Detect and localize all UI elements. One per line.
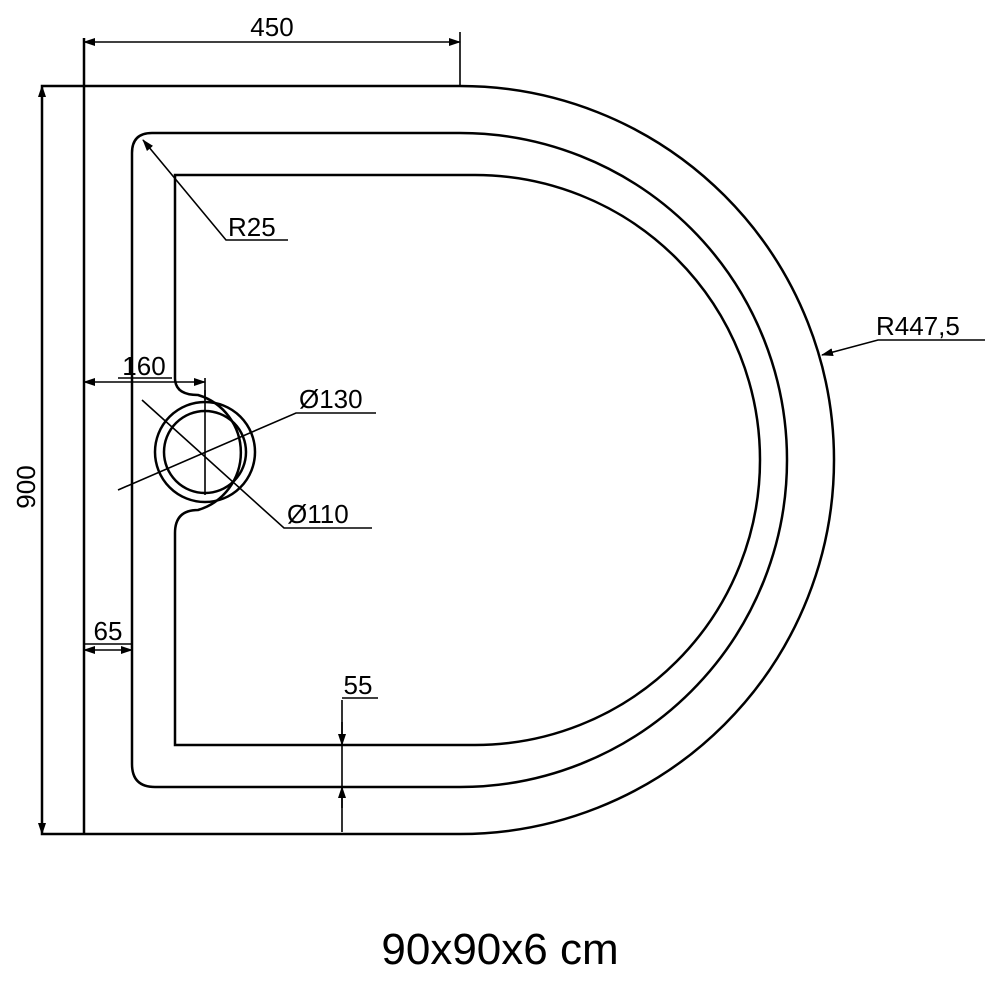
dim-r25-label: R25 bbox=[228, 212, 276, 242]
dim-d110-label: Ø110 bbox=[287, 499, 349, 529]
dim-450-label: 450 bbox=[250, 12, 293, 42]
dim-160-label: 160 bbox=[122, 351, 165, 381]
dim-900-label: 900 bbox=[11, 465, 41, 508]
dim-r447-label: R447,5 bbox=[876, 311, 960, 341]
outer-outline bbox=[40, 84, 836, 836]
inner-basin-outline bbox=[173, 173, 762, 747]
dim-65-label: 65 bbox=[94, 616, 123, 646]
dim-d130-label: Ø130 bbox=[299, 384, 363, 414]
dim-d130-leader bbox=[117, 412, 376, 491]
dim-r25-leader bbox=[142, 139, 288, 241]
dim-55-label: 55 bbox=[344, 670, 373, 700]
size-caption: 90x90x6 cm bbox=[381, 925, 619, 974]
middle-outline bbox=[130, 131, 789, 789]
dim-r447-leader bbox=[821, 339, 985, 357]
dim-d110-leader bbox=[141, 399, 372, 529]
